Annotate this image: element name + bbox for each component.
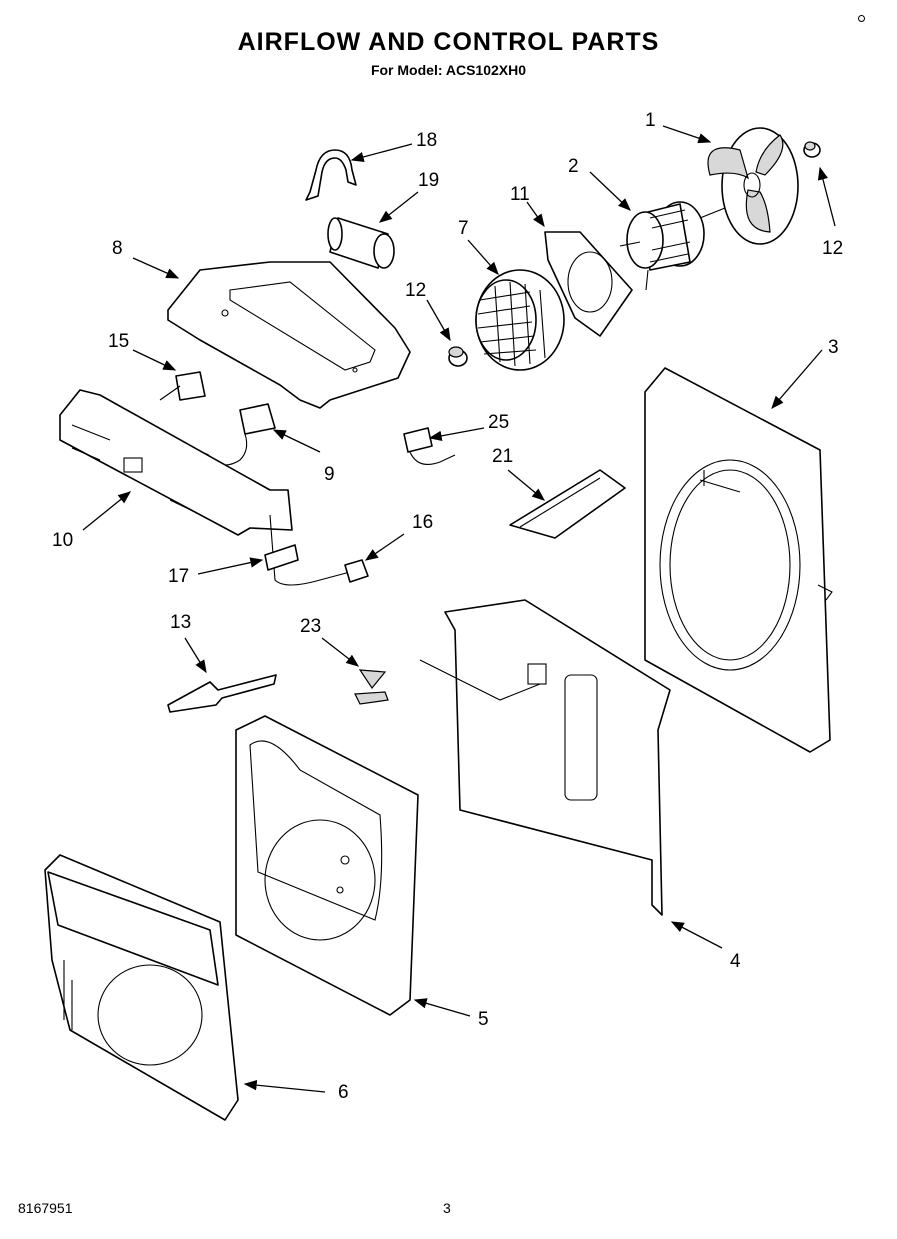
part-12-nut-mid [448,346,468,367]
document-number: 8167951 [18,1200,73,1216]
part-10-control-bracket [59,389,293,536]
callout-18: 18 [416,130,437,151]
part-6-duct [44,854,239,1121]
part-16-17-wire-harness [264,514,369,586]
page-subtitle: For Model: ACS102XH0 [370,62,527,78]
callout-4: 4 [730,951,741,972]
part-4-partition-panel [419,599,671,916]
part-19-capacitor [327,217,395,269]
part-21-drain-tray [509,469,626,539]
callout-5: 5 [478,1009,489,1030]
callout-9: 9 [324,464,335,485]
callout-1: 1 [645,110,656,131]
part-3-orifice-panel [644,367,833,753]
callout-17: 17 [168,566,189,587]
callout-19: 19 [418,170,439,191]
part-23-screws [354,669,389,705]
part-15-switch [159,371,206,401]
part-2-motor [619,201,726,291]
callout-25: 25 [488,412,509,433]
callout-16: 16 [412,512,433,533]
callout-8: 8 [112,238,123,259]
part-11-orifice-plate [544,231,633,337]
page-number: 3 [443,1200,451,1216]
callout-21: 21 [492,446,513,467]
callout-numbers: 1 2 3 4 5 6 7 8 9 10 11 12 12 13 15 16 1… [52,110,843,1103]
callout-leaders [82,125,836,1093]
part-25-sensor [403,427,456,465]
callout-2: 2 [568,156,579,177]
callout-11: 11 [510,184,530,205]
callout-10: 10 [52,530,73,551]
callout-15: 15 [108,331,129,352]
part-8-control-cover [167,261,411,409]
part-13-bracket [167,674,277,713]
page-title: AIRFLOW AND CONTROL PARTS [237,28,660,56]
part-5-scroll-housing [235,715,419,1016]
part-12-clip-top [803,141,821,158]
part-18-bracket-strap [305,149,357,201]
part-1-fan-blade [707,127,799,245]
callout-12-top: 12 [822,238,843,259]
callout-23: 23 [300,616,321,637]
callout-12-mid: 12 [405,280,426,301]
callout-3: 3 [828,337,839,358]
callout-7: 7 [458,218,469,239]
callout-13: 13 [170,612,191,633]
corner-mark [858,15,865,22]
part-7-blower-wheel [475,269,565,371]
callout-6: 6 [338,1082,349,1103]
